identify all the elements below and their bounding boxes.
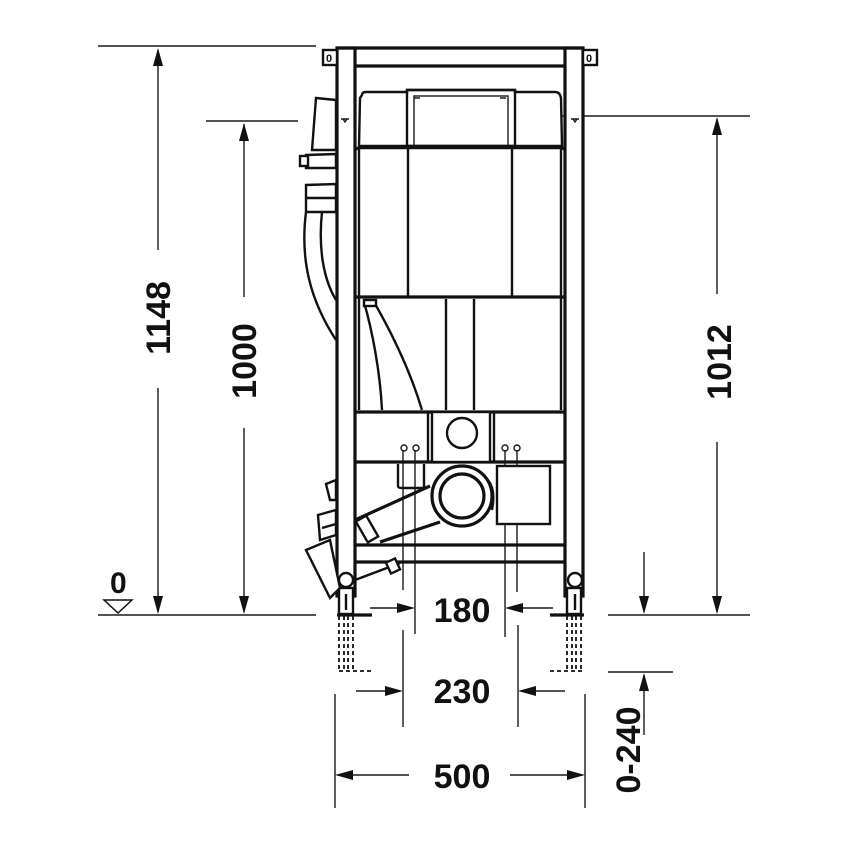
floor-level-marker	[102, 599, 134, 615]
adjustable-feet-extended	[338, 616, 584, 672]
triangle-down-icon	[102, 599, 134, 615]
drain-piping	[354, 464, 552, 582]
svg-text:0: 0	[586, 53, 592, 65]
side-flush-pipe	[298, 96, 342, 601]
svg-text:0: 0	[326, 53, 332, 65]
installation-frame: 0 0	[321, 46, 599, 672]
dimension-inner-180: 180	[434, 592, 491, 630]
dimension-inner-230: 230	[434, 673, 491, 711]
connection-panel	[355, 410, 565, 464]
dimension-lines	[98, 45, 750, 808]
dimension-actuator-height: 1012	[701, 324, 739, 400]
floor-level-label: 0	[110, 567, 127, 600]
dimension-foot-range: 0-240	[610, 707, 648, 794]
dimension-labels: 0 1148 1000 1012 180 230 500 0-240	[110, 281, 739, 796]
dimension-cistern-height: 1000	[226, 323, 264, 399]
dimension-frame-width: 500	[434, 758, 491, 796]
cistern	[354, 88, 566, 411]
dimension-total-height: 1148	[140, 281, 178, 355]
